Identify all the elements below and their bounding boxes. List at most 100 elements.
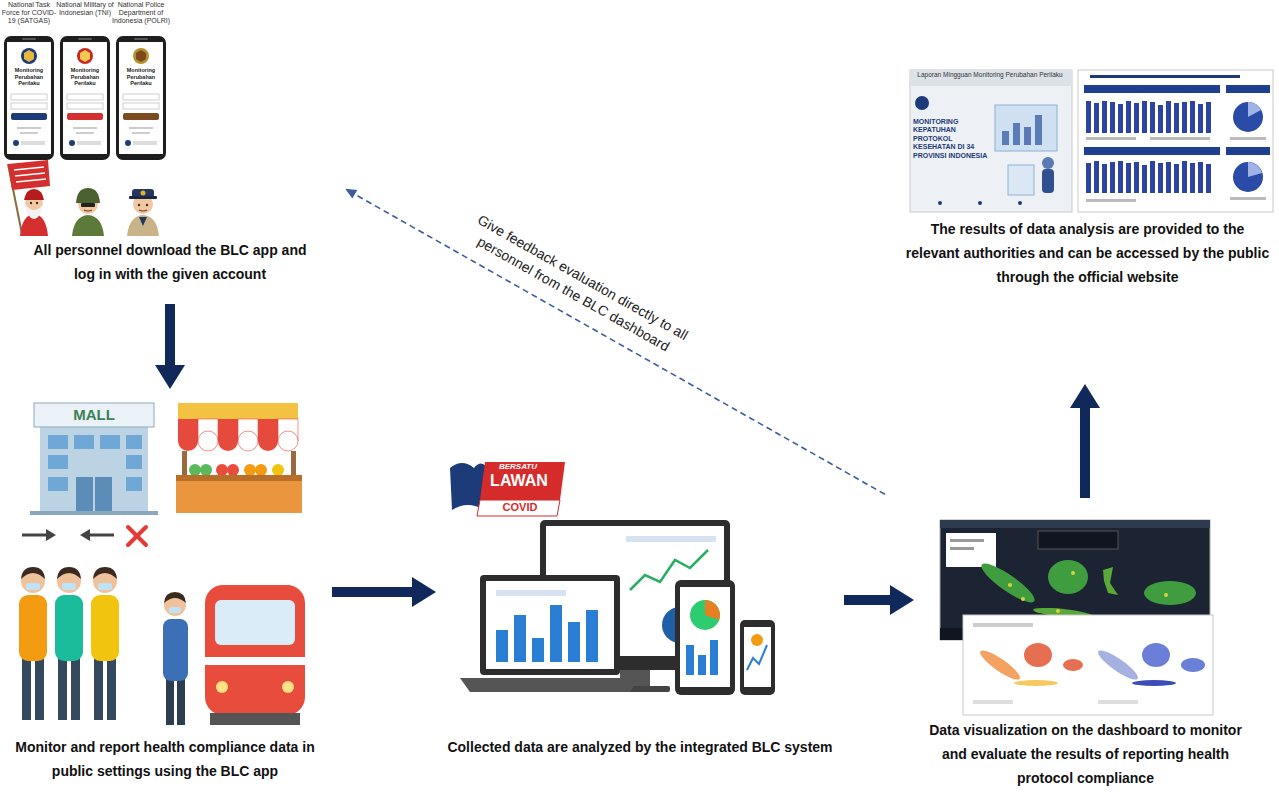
art-shape xyxy=(1018,201,1022,205)
phone-satgas xyxy=(4,36,54,160)
art-shape xyxy=(1190,101,1195,133)
art-shape xyxy=(675,580,735,695)
logo-text: BERSATU xyxy=(488,463,548,471)
art-shape xyxy=(1126,163,1131,193)
art-shape xyxy=(20,132,38,134)
art-shape xyxy=(81,203,95,207)
art-shape xyxy=(1086,101,1091,133)
art-shape xyxy=(67,94,103,100)
art-shape xyxy=(200,464,212,476)
art-shape xyxy=(255,464,267,476)
art-shape xyxy=(11,94,47,100)
art-shape xyxy=(48,455,68,469)
art-shape xyxy=(1063,659,1083,671)
flow-arrow xyxy=(844,585,914,615)
art-shape xyxy=(129,127,153,129)
art-shape xyxy=(1084,147,1220,155)
art-shape xyxy=(1198,104,1203,133)
art-shape xyxy=(740,620,775,695)
art-shape xyxy=(1035,115,1042,145)
art-shape xyxy=(1230,197,1266,200)
art-shape xyxy=(1056,609,1060,613)
art-shape xyxy=(58,658,67,720)
art-shape xyxy=(146,204,148,206)
art-shape xyxy=(1118,104,1123,133)
art-shape xyxy=(1042,157,1054,169)
art-shape xyxy=(1090,75,1240,78)
art-shape xyxy=(21,141,45,145)
process-step: The results of data analysis are provide… xyxy=(900,65,1275,289)
art-shape xyxy=(76,477,112,513)
art-shape xyxy=(164,592,186,603)
art-shape xyxy=(686,645,694,675)
arrow-shaft xyxy=(354,194,885,495)
art-shape xyxy=(19,595,47,661)
art-shape xyxy=(1098,700,1138,704)
process-step: Data visualization on the dashboard to m… xyxy=(918,513,1253,790)
art-shape xyxy=(21,567,45,579)
art-shape xyxy=(63,42,107,154)
art-shape xyxy=(60,36,110,160)
art-shape xyxy=(1013,123,1020,145)
art-shape xyxy=(1086,199,1136,202)
art-shape xyxy=(215,600,295,645)
art-shape xyxy=(98,583,112,590)
art-shape xyxy=(1132,680,1176,686)
art-shape xyxy=(126,477,142,491)
art-shape xyxy=(216,464,228,476)
feedback-arrow xyxy=(345,189,885,494)
art-shape xyxy=(1126,101,1131,133)
art-shape xyxy=(139,217,147,226)
art-shape xyxy=(76,132,94,134)
art-shape xyxy=(80,529,90,541)
art-shape xyxy=(1095,646,1141,683)
art-shape xyxy=(34,403,154,427)
art-shape xyxy=(710,640,718,675)
art-shape xyxy=(138,204,140,206)
art-shape xyxy=(57,567,81,579)
art-shape xyxy=(238,431,258,451)
art-shape xyxy=(1158,163,1163,193)
art-shape xyxy=(62,583,76,590)
art-shape xyxy=(139,210,147,211)
art-shape xyxy=(178,403,298,419)
art-shape xyxy=(244,464,256,476)
art-shape xyxy=(136,50,146,62)
art-shape xyxy=(486,581,614,669)
art-shape xyxy=(94,658,103,720)
art-shape xyxy=(26,583,40,590)
art-shape xyxy=(940,520,1210,528)
art-shape xyxy=(71,658,80,720)
app-title: Monitoring Perubahan Perilaku xyxy=(63,67,107,87)
art-shape xyxy=(13,140,19,146)
art-shape xyxy=(480,575,620,675)
mall-sign: MALL xyxy=(34,406,154,424)
art-shape xyxy=(125,140,131,146)
art-shape xyxy=(477,500,560,516)
blc-system xyxy=(450,462,775,695)
art-shape xyxy=(1086,137,1136,140)
art-shape xyxy=(1042,169,1054,193)
report-header: Laporan Mingguan Monitoring Perubahan Pe… xyxy=(911,71,1069,78)
art-shape xyxy=(129,196,157,199)
art-shape xyxy=(963,615,1213,715)
art-shape xyxy=(1094,161,1099,193)
figure-soldier xyxy=(72,188,104,236)
art-shape xyxy=(91,595,119,661)
step-caption: Data visualization on the dashboard to m… xyxy=(921,718,1251,790)
art-shape xyxy=(24,50,34,62)
art-shape xyxy=(35,658,44,720)
art-shape xyxy=(278,431,298,451)
art-shape xyxy=(950,539,984,542)
phone-tni xyxy=(60,36,110,160)
art-shape xyxy=(84,210,92,211)
art-shape xyxy=(1182,102,1187,133)
art-shape xyxy=(744,627,771,687)
logo-text: LAWAN xyxy=(486,473,552,489)
figure-police xyxy=(127,189,159,236)
art-shape xyxy=(76,188,100,203)
art-shape xyxy=(1008,583,1012,587)
art-shape xyxy=(1206,164,1211,193)
art-shape xyxy=(73,127,97,129)
art-shape xyxy=(11,113,47,120)
